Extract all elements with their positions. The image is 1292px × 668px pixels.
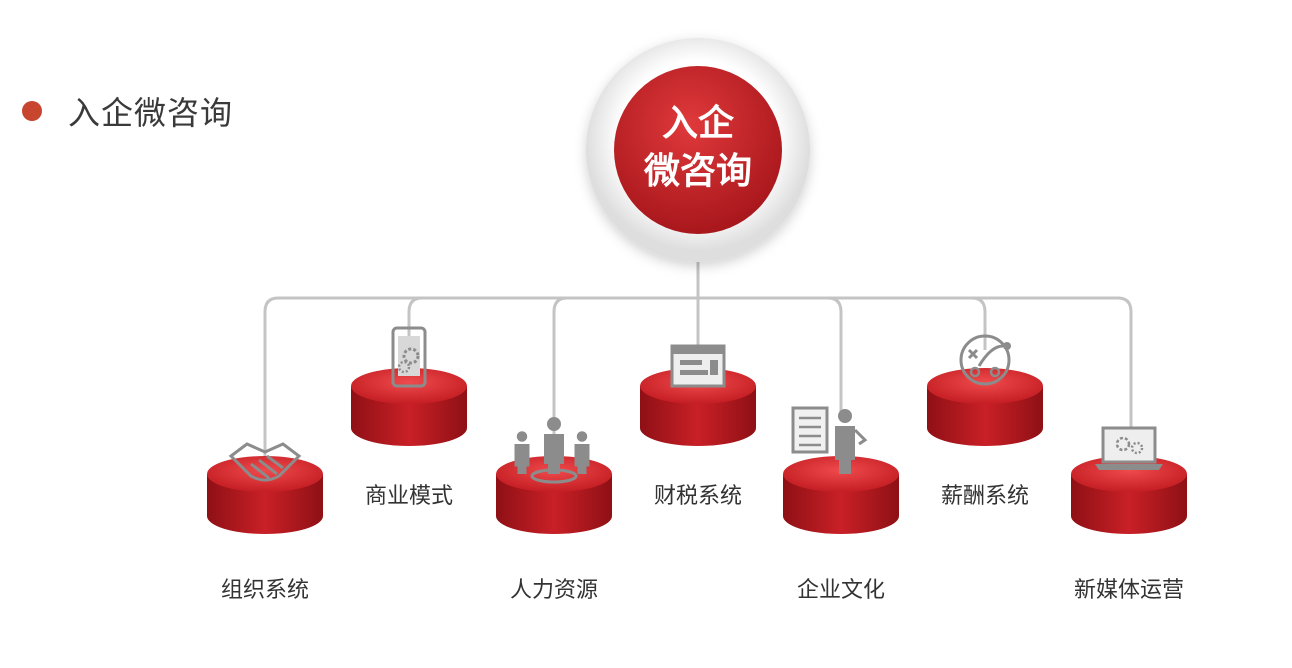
branch-1: [263, 296, 279, 460]
browser-window-icon: [670, 344, 726, 388]
laptop-icon: [1095, 426, 1163, 470]
node-label: 财税系统: [653, 484, 742, 509]
center-label-line1: 入企: [661, 103, 734, 144]
branch-5: [827, 296, 843, 418]
node-label: 企业文化: [796, 578, 885, 603]
bullet-dot: [22, 101, 42, 121]
center-node: [586, 38, 810, 262]
document-person-icon: [791, 406, 868, 474]
section-title: 入企微咨询: [68, 94, 234, 132]
node-label: 薪酬系统: [940, 484, 1029, 509]
node-5: [783, 406, 899, 534]
branch-3: [552, 296, 568, 440]
connector-lines: [263, 262, 1133, 460]
node-4: [640, 344, 756, 446]
node-label: 新媒体运营: [1073, 578, 1184, 603]
node-3: [496, 417, 612, 534]
center-disc: [614, 66, 782, 234]
node-1: [207, 442, 323, 534]
pad-top: [927, 368, 1043, 404]
node-6: [927, 334, 1043, 446]
handshake-icon: [228, 442, 302, 482]
node-label: 商业模式: [364, 484, 453, 509]
section-heading: 入企微咨询: [22, 88, 233, 134]
center-label: 入企 微咨询: [600, 100, 796, 196]
node-label: 人力资源: [509, 578, 598, 603]
node-pads: [207, 326, 1187, 534]
strategy-target-icon: [959, 334, 1011, 386]
smartphone-gear-icon: [391, 326, 427, 388]
center-label-line2: 微咨询: [643, 151, 752, 192]
node-label: 组织系统: [220, 578, 309, 603]
branch-2: [407, 296, 423, 340]
node-7: [1071, 426, 1187, 534]
node-2: [351, 326, 467, 446]
branch-6: [971, 296, 987, 350]
branch-7: [1117, 296, 1133, 440]
people-icon: [514, 417, 590, 484]
